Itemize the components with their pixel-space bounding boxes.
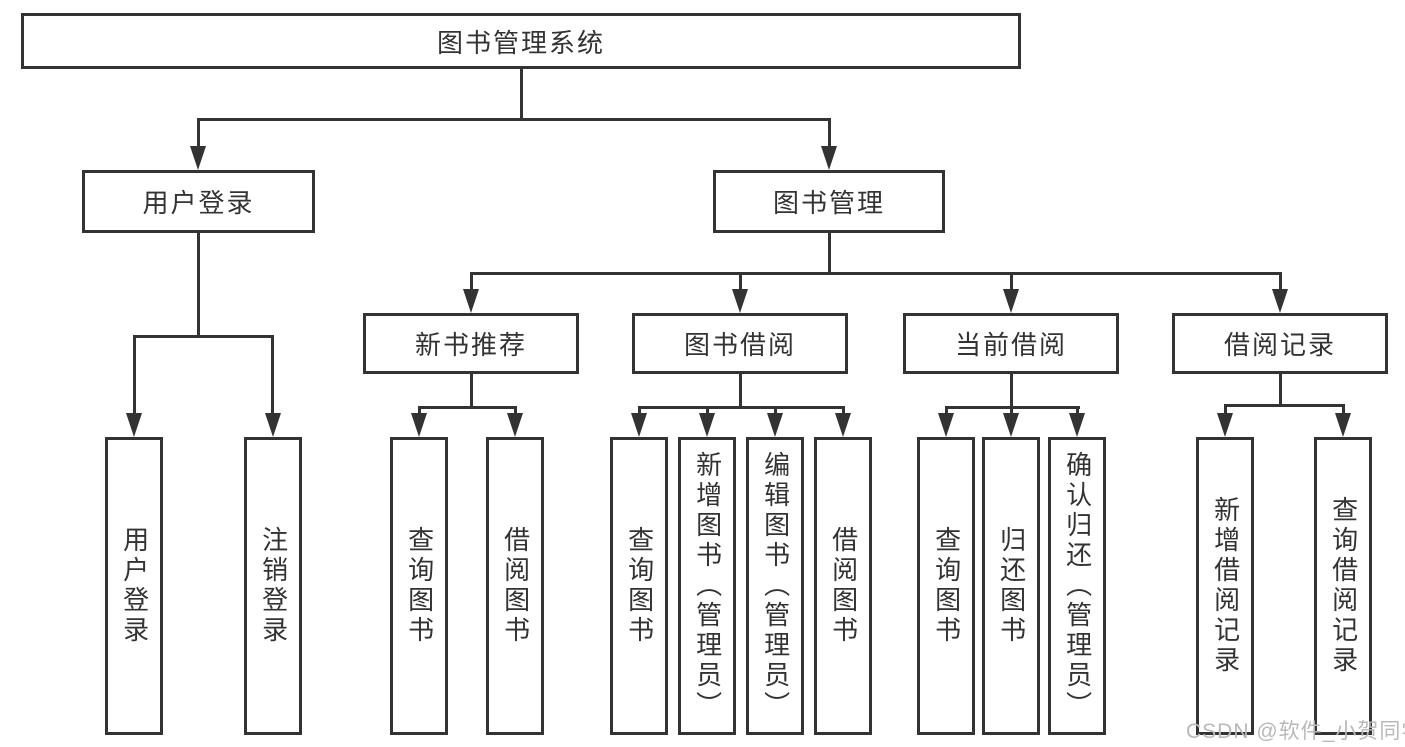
leaf-query-books-borrowing: 查询图书: [610, 437, 668, 735]
node-new-book-recommend: 新书推荐: [363, 313, 579, 374]
connector-arrowhead: [821, 146, 837, 170]
connector-arrowhead: [1335, 413, 1351, 437]
leaf-logout: 注销登录: [244, 437, 302, 735]
connector-line: [828, 121, 831, 151]
connector-arrowhead: [1217, 413, 1233, 437]
connector-line: [133, 338, 136, 418]
connector-line: [197, 121, 200, 151]
leaf-confirm-return-admin: 确认归还（管理员）: [1048, 437, 1106, 735]
csdn-watermark: CSDN @软件_小贺同学: [1186, 720, 1405, 743]
node-borrowing-records: 借阅记录: [1172, 313, 1388, 374]
connector-line: [520, 69, 523, 121]
connector-line: [133, 335, 274, 338]
connector-line: [1010, 275, 1013, 295]
connector-arrowhead: [265, 413, 281, 437]
node-current-borrowing: 当前借阅: [903, 313, 1119, 374]
connector-line: [739, 374, 742, 409]
connector-arrowhead: [699, 413, 715, 437]
connector-arrowhead: [1003, 289, 1019, 313]
node-root-system: 图书管理系统: [21, 13, 1021, 69]
connector-line: [1010, 374, 1013, 409]
connector-arrowhead: [1069, 413, 1085, 437]
connector-arrowhead: [1003, 413, 1019, 437]
leaf-edit-book-admin: 编辑图书（管理员）: [746, 437, 804, 735]
connector-arrowhead: [631, 413, 647, 437]
connector-line: [470, 272, 1282, 275]
connector-line: [418, 406, 517, 409]
connector-line: [945, 406, 1080, 409]
leaf-add-book-admin: 新增图书（管理员）: [678, 437, 736, 735]
leaf-borrow-books-borrowing: 借阅图书: [814, 437, 872, 735]
connector-arrowhead: [411, 413, 427, 437]
connector-line: [1224, 404, 1345, 407]
connector-line: [197, 233, 200, 335]
leaf-user-login: 用户登录: [105, 437, 163, 735]
leaf-query-books-current: 查询图书: [917, 437, 975, 735]
connector-arrowhead: [732, 289, 748, 313]
connector-arrowhead: [835, 413, 851, 437]
connector-arrowhead: [767, 413, 783, 437]
node-book-management: 图书管理: [713, 170, 945, 233]
connector-line: [271, 338, 274, 418]
connector-arrowhead: [126, 413, 142, 437]
connector-line: [197, 118, 831, 121]
connector-arrowhead: [1272, 289, 1288, 313]
connector-line: [828, 233, 831, 275]
connector-line: [638, 406, 845, 409]
connector-line: [470, 374, 473, 409]
connector-arrowhead: [463, 289, 479, 313]
node-book-borrowing: 图书借阅: [632, 313, 848, 374]
connector-arrowhead: [190, 146, 206, 170]
leaf-query-books-recommend: 查询图书: [390, 437, 448, 735]
connector-line: [470, 275, 473, 295]
leaf-add-borrow-record: 新增借阅记录: [1196, 437, 1254, 735]
leaf-query-borrow-record: 查询借阅记录: [1314, 437, 1372, 735]
connector-line: [739, 275, 742, 295]
connector-line: [1279, 275, 1282, 295]
connector-line: [1224, 407, 1227, 417]
connector-arrowhead: [938, 413, 954, 437]
connector-arrowhead: [507, 413, 523, 437]
node-user-login: 用户登录: [82, 170, 315, 233]
leaf-borrow-books-recommend: 借阅图书: [486, 437, 544, 735]
leaf-return-books: 归还图书: [982, 437, 1040, 735]
connector-line: [1342, 407, 1345, 417]
connector-line: [1279, 374, 1282, 407]
